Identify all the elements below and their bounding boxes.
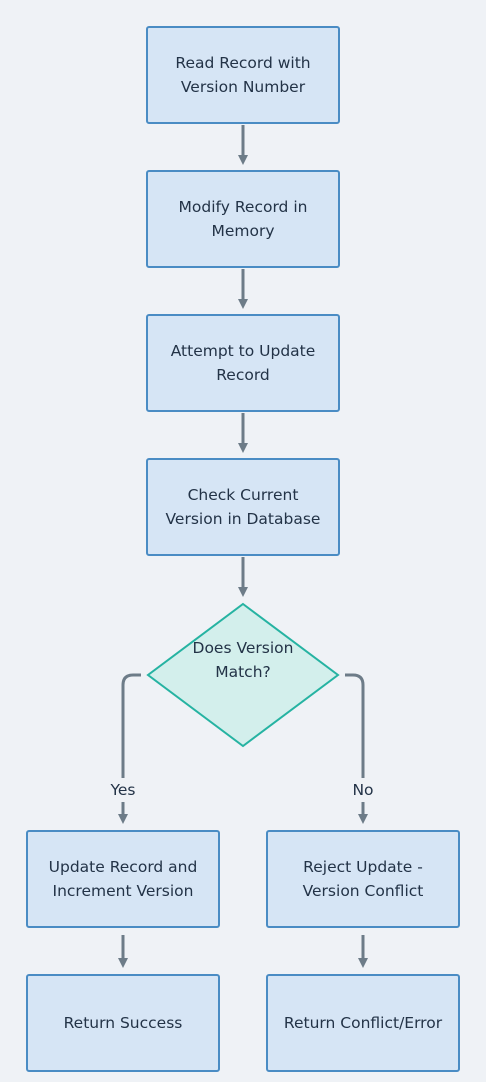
node-reject-update-label: Reject Update - Version Conflict	[302, 858, 424, 900]
node-update-increment-label: Update Record and Increment Version	[48, 858, 198, 900]
node-read-record: Read Record with Version Number	[146, 26, 340, 124]
connector-yes-branch	[121, 673, 141, 778]
decision-diamond	[146, 602, 340, 748]
node-return-conflict-label: Return Conflict/Error	[283, 1014, 443, 1032]
node-update-increment: Update Record and Increment Version	[26, 830, 220, 928]
node-return-success: Return Success	[26, 974, 220, 1072]
node-attempt-update: Attempt to Update Record	[146, 314, 340, 412]
node-modify-record-label: Modify Record in Memory	[178, 198, 308, 240]
node-return-conflict: Return Conflict/Error	[266, 974, 460, 1072]
node-return-success-label: Return Success	[63, 1014, 183, 1032]
decision-label: Does Version Match?	[192, 639, 294, 681]
connector-no-branch	[345, 673, 365, 778]
node-check-version: Check Current Version in Database	[146, 458, 340, 556]
edge-label-yes: Yes	[110, 781, 136, 799]
node-modify-record: Modify Record in Memory	[146, 170, 340, 268]
node-attempt-update-label: Attempt to Update Record	[170, 342, 316, 384]
node-check-version-label: Check Current Version in Database	[165, 486, 321, 528]
edge-label-no: No	[352, 781, 374, 799]
node-reject-update: Reject Update - Version Conflict	[266, 830, 460, 928]
node-read-record-label: Read Record with Version Number	[175, 54, 311, 96]
